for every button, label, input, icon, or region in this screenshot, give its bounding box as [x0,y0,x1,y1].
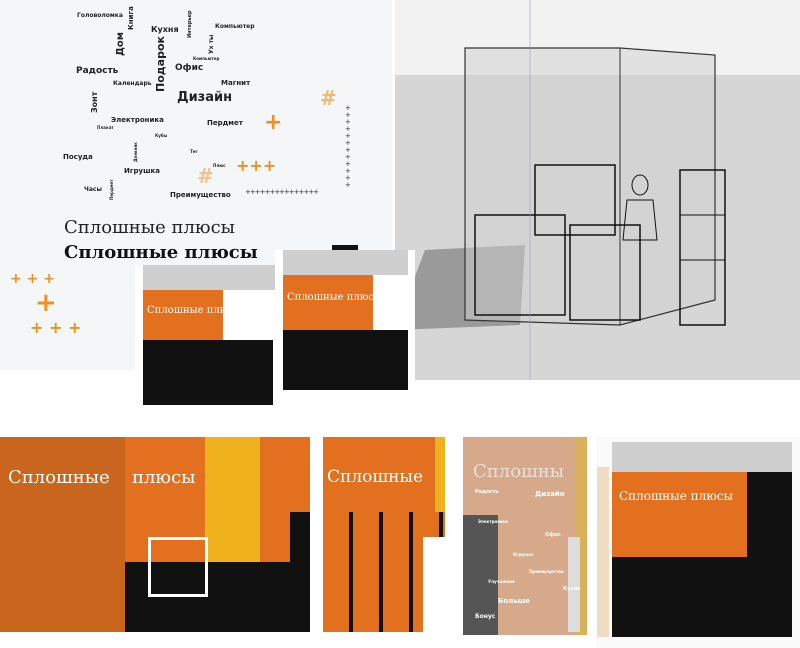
beige-board: Сплошны Радость Дизайн Электроника Офис … [463,437,587,635]
plus-icon: + + + [10,271,55,287]
board-word: Сплошные [327,467,424,487]
word: Плюс [213,163,226,168]
word: Пердмет [109,179,114,200]
word: Кухня [563,586,581,592]
word: Игрушка [124,167,160,175]
board-word-2: плюсы [132,467,196,488]
plus-icon: + [264,110,283,135]
plus-border: ++++++++++++ [345,104,351,189]
word: Бонус [475,613,496,620]
word: Тег [190,149,198,154]
booth-sign: Сплошные плюсы [287,292,382,303]
word: Компьютер [215,23,255,30]
word: Игрушка [513,552,534,557]
word: Дом [115,32,126,56]
word: Офис [545,532,561,538]
word: Кухня [151,25,179,34]
board-word-1: Сплошные [8,467,110,488]
slogan-bold: Сплошные плюсы [64,242,258,263]
wireframe-booth [395,0,726,380]
word: Офис [175,63,204,73]
plus-icon: + [35,288,57,318]
word: Часы [84,186,102,193]
word: Подарок [154,36,167,92]
booth-sign: Сплошные плюсы [147,305,242,316]
slogan-light: Сплошные плюсы [64,217,235,238]
word: Книга [127,6,135,30]
beige-title: Сплошны [473,461,565,482]
word: Преимущество [529,569,564,574]
word: Компьютер [193,56,220,61]
word: Пердмет [207,119,243,127]
wireframe-3d-view [395,0,800,380]
word: Интерьер [187,10,193,38]
word: Электроника [478,519,509,524]
word: Преимущество [170,191,231,199]
word: Дизайн [535,490,565,498]
booth-render-1: Сплошные плюсы [135,265,285,425]
word: Зонт [90,91,99,113]
word: Посуда [63,153,93,161]
booth-render-3: Сплошные плюсы [597,437,800,648]
orange-board: Сплошные плюсы [0,437,310,632]
plus-icon: # [197,164,214,188]
word: Кубы [155,133,168,138]
plus-icon: +++ [236,156,277,175]
word: Больше [498,597,530,605]
plus-border: +++++++++++++++ [245,188,319,196]
word: Плакат [97,125,114,130]
word: Дизайн [177,90,233,105]
word: Календарь [113,80,152,87]
word: Электроника [111,116,164,124]
plus-icon: # [320,86,337,110]
word: Улучшение [488,579,515,584]
word: Радость [475,489,499,495]
word: Дневник [133,142,138,162]
word: Ух ты [208,34,215,55]
booth-sign: Сплошные плюсы [619,489,733,503]
booth-render-2: Сплошные плюсы [275,250,415,415]
word: Магнит [221,79,251,87]
plus-icon: + + + [30,318,82,337]
grid-board: Сплошные [323,437,445,632]
word: Головоломка [77,12,123,19]
word: Радость [76,66,119,76]
